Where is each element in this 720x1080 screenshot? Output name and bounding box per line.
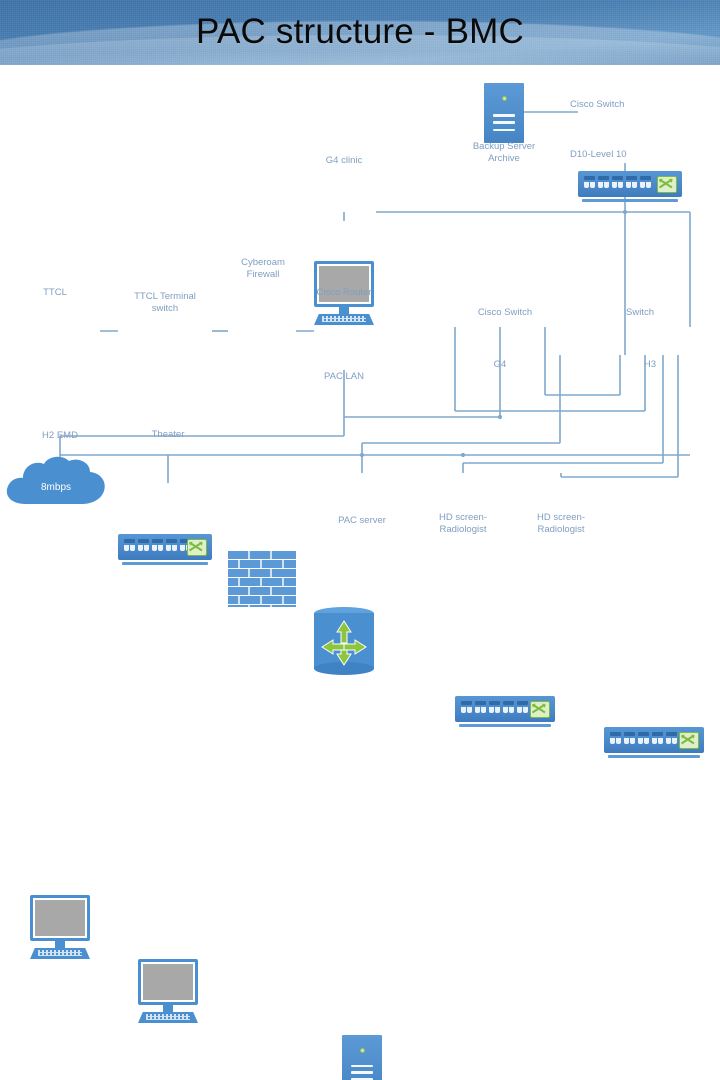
banner-swoosh-back — [0, 35, 720, 65]
label-hd-screen-2: HD screen- Radiologist — [536, 512, 586, 535]
label-backup-server: Backup Server Archive — [472, 141, 536, 164]
node-switch-h3[interactable] — [604, 727, 704, 758]
label-pac-lan: PAC LAN — [324, 371, 364, 382]
label-pac-server: PAC server — [338, 515, 386, 526]
switch-ports — [124, 539, 191, 551]
label-theater: Theater — [151, 429, 185, 440]
firewall-brick-row — [228, 605, 296, 607]
server-slot — [492, 114, 516, 117]
firewall-brick-row — [228, 569, 296, 578]
label-g4-clinic: G4 clinic — [325, 155, 363, 166]
label-d10-level: D10-Level 10 — [570, 149, 627, 160]
server-slot — [350, 1071, 374, 1074]
node-g4-clinic[interactable] — [314, 261, 374, 325]
firewall-brick-row — [228, 551, 296, 560]
label-cyberoam-firewall: Cyberoam Firewall — [241, 257, 285, 280]
cloud-icon — [6, 456, 105, 504]
diagram-canvas: Backup Server Archive Cisco Switch D10 — [0, 65, 720, 1080]
firewall-brick-row — [228, 596, 296, 605]
node-theater[interactable] — [138, 959, 198, 1023]
label-h3: H3 — [643, 359, 657, 370]
node-ttcl-cloud[interactable]: 8mbps — [2, 452, 110, 514]
keyboard-icon — [314, 314, 374, 325]
keyboard-keys — [146, 1014, 190, 1020]
switch-base — [582, 199, 678, 202]
monitor-screen — [35, 900, 85, 936]
monitor-icon — [314, 261, 374, 307]
label-g4: G4 — [493, 359, 507, 370]
banner-swoosh — [0, 21, 720, 65]
node-cisco-switch-d10[interactable] — [578, 171, 682, 202]
monitor-stand — [339, 307, 349, 314]
node-cyberoam-firewall[interactable] — [228, 551, 296, 607]
label-h2-emd: H2 EMD — [42, 430, 78, 441]
label-hd-screen-1: HD screen- Radiologist — [438, 512, 488, 535]
label-cisco-switch-g4: Cisco Switch — [477, 307, 533, 318]
monitor-screen — [143, 964, 193, 1000]
monitor-stand — [55, 941, 65, 948]
switch-crossed-arrows-icon — [679, 732, 699, 749]
monitor-screen — [319, 266, 369, 302]
node-cisco-router[interactable] — [314, 607, 374, 675]
switch-ports — [461, 701, 528, 713]
server-led-icon — [501, 96, 507, 102]
server-slot — [492, 128, 516, 132]
server-slot — [350, 1078, 374, 1080]
node-pac-server[interactable] — [342, 1035, 382, 1080]
server-slot — [350, 1064, 374, 1068]
server-led-icon — [359, 1047, 365, 1053]
monitor-icon — [138, 959, 198, 1005]
firewall-brick-row — [228, 560, 296, 569]
slide-banner: PAC structure - BMC — [0, 0, 720, 65]
monitor-icon — [30, 895, 90, 941]
node-backup-server[interactable] — [484, 83, 524, 143]
label-cisco-switch-d10: Cisco Switch — [570, 99, 625, 110]
page-title: PAC structure - BMC — [196, 12, 524, 51]
node-ttcl-terminal-switch[interactable] — [118, 534, 212, 565]
label-switch-h3: Switch — [626, 307, 654, 318]
node-h2-emd[interactable] — [30, 895, 90, 959]
firewall-brick-row — [228, 578, 296, 587]
switch-ports — [610, 732, 677, 744]
node-cisco-switch-g4[interactable] — [455, 696, 555, 727]
server-slot — [492, 121, 516, 124]
switch-ports — [584, 176, 651, 188]
label-ttcl-terminal-switch: TTCL Terminal switch — [134, 291, 196, 314]
server-icon — [484, 83, 524, 143]
switch-crossed-arrows-icon — [657, 176, 677, 193]
keyboard-keys — [38, 950, 82, 956]
keyboard-icon — [30, 948, 90, 959]
switch-base — [122, 562, 208, 565]
keyboard-icon — [138, 1012, 198, 1023]
label-cisco-router: Cisco Router — [316, 287, 372, 298]
keyboard-keys — [322, 316, 366, 322]
switch-base — [459, 724, 551, 727]
ttcl-bandwidth-value: 8mbps — [40, 481, 71, 493]
switch-base — [608, 755, 700, 758]
switch-crossed-arrows-icon — [530, 701, 550, 718]
switch-crossed-arrows-icon — [187, 539, 207, 556]
label-ttcl: TTCL — [43, 287, 67, 298]
router-arrows-icon — [321, 620, 367, 666]
monitor-stand — [163, 1005, 173, 1012]
firewall-brick-row — [228, 587, 296, 596]
banner-texture — [0, 0, 720, 65]
